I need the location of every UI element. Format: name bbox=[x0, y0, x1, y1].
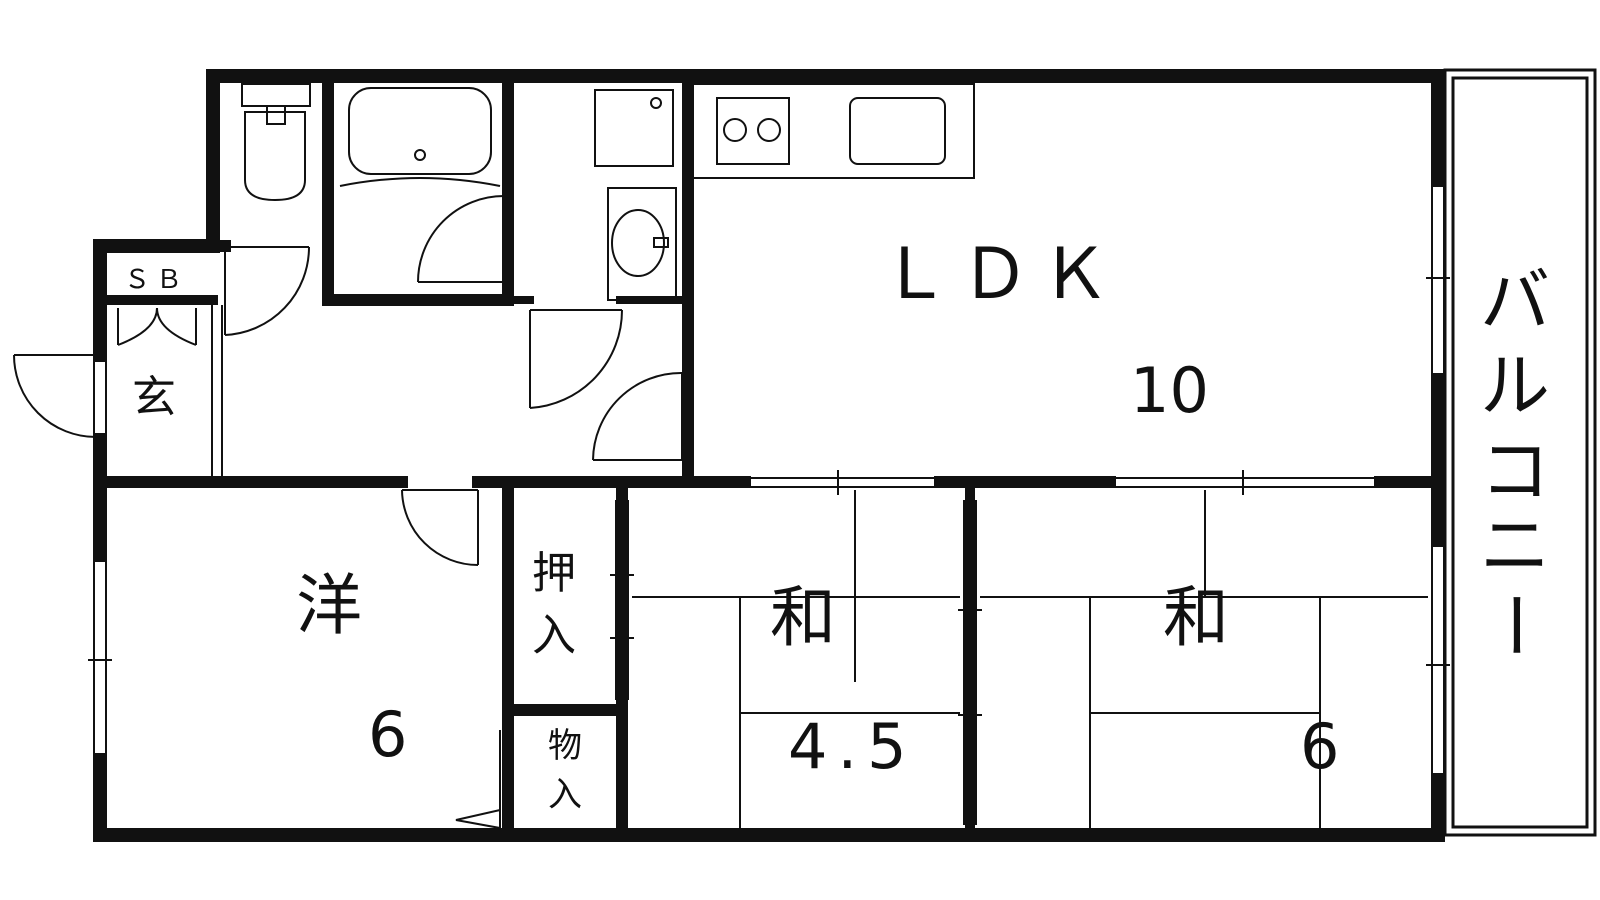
room-size-ldk: 10 bbox=[1130, 354, 1209, 427]
label-closet-2: 入 bbox=[532, 610, 576, 661]
label-shoe-box: ＳＢ bbox=[124, 265, 188, 295]
label-entrance: 玄 bbox=[132, 372, 176, 423]
room-size-japanese-b: 6 bbox=[1300, 710, 1339, 783]
svg-text:ニ: ニ bbox=[1480, 505, 1550, 587]
room-name-ldk: ＬＤＫ bbox=[880, 233, 1120, 315]
walls bbox=[93, 69, 1445, 842]
room-name-japanese-b: 和 bbox=[1163, 579, 1229, 656]
svg-text:コ: コ bbox=[1480, 430, 1550, 512]
door-swings bbox=[13, 195, 683, 830]
svg-text:ル: ル bbox=[1480, 345, 1550, 427]
label-balcony: バ ル コ ニ ー bbox=[1473, 260, 1555, 660]
room-size-western: 6 bbox=[368, 698, 407, 771]
label-storage-2: 入 bbox=[548, 775, 582, 815]
thin-lines bbox=[88, 83, 1450, 828]
svg-text:バ: バ bbox=[1480, 260, 1550, 342]
room-name-western: 洋 bbox=[296, 567, 362, 644]
label-storage-1: 物 bbox=[548, 726, 582, 766]
label-closet-1: 押 bbox=[532, 548, 576, 599]
room-name-japanese-a: 和 bbox=[770, 579, 836, 656]
room-size-japanese-a: 4.5 bbox=[788, 710, 917, 783]
svg-text:ー: ー bbox=[1473, 590, 1555, 660]
